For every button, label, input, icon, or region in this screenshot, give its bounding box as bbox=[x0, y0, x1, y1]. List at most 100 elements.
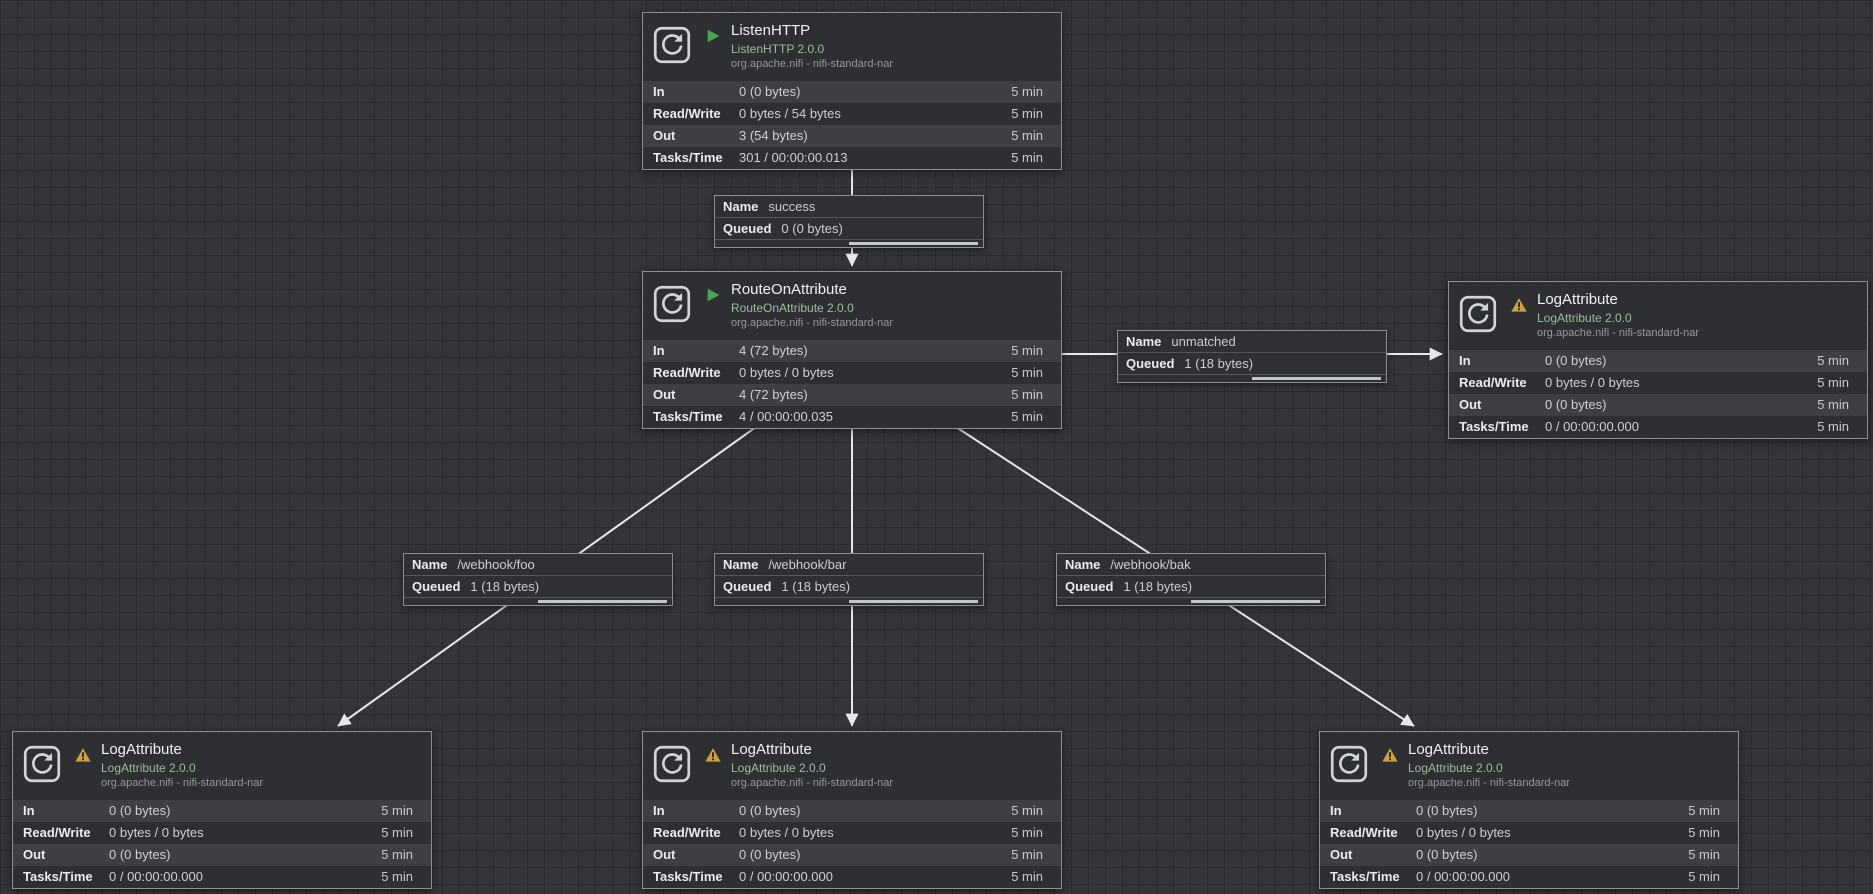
stat-row-out: Out 0 (0 bytes) 5 min bbox=[1320, 844, 1738, 866]
stat-key: Tasks/Time bbox=[1459, 419, 1529, 434]
stat-window: 5 min bbox=[1011, 409, 1043, 424]
queue-percent-bar bbox=[849, 242, 978, 245]
stat-value: 301 / 00:00:00.013 bbox=[739, 150, 848, 165]
queue-percent-bar bbox=[1252, 377, 1381, 380]
connection-name-value: /webhook/foo bbox=[457, 557, 535, 572]
connection-queued-value: 1 (18 bytes) bbox=[1123, 579, 1193, 594]
processor-logattribute-bak[interactable]: LogAttribute LogAttribute 2.0.0 org.apac… bbox=[1319, 731, 1739, 889]
stat-value: 4 / 00:00:00.035 bbox=[739, 409, 833, 424]
warning-status-icon bbox=[705, 747, 721, 763]
stat-key: In bbox=[1459, 353, 1471, 368]
stat-value: 0 (0 bytes) bbox=[739, 84, 801, 99]
stat-value: 0 bytes / 54 bytes bbox=[739, 106, 841, 121]
processor-logattribute-unmatched[interactable]: LogAttribute LogAttribute 2.0.0 org.apac… bbox=[1448, 281, 1868, 439]
stat-value: 4 (72 bytes) bbox=[739, 387, 808, 402]
connection-queued-key: Queued bbox=[1065, 579, 1114, 594]
processor-logattribute-bar[interactable]: LogAttribute LogAttribute 2.0.0 org.apac… bbox=[642, 731, 1062, 889]
processor-header: LogAttribute LogAttribute 2.0.0 org.apac… bbox=[643, 732, 1061, 800]
stat-key: Read/Write bbox=[23, 825, 91, 840]
processor-listenhttp[interactable]: ListenHTTP ListenHTTP 2.0.0 org.apache.n… bbox=[642, 12, 1062, 170]
processor-bundle: org.apache.nifi - nifi-standard-nar bbox=[101, 777, 264, 789]
connection-queued-row: Queued 1 (18 bytes) bbox=[1057, 576, 1325, 598]
processor-logattribute-foo[interactable]: LogAttribute LogAttribute 2.0.0 org.apac… bbox=[12, 731, 432, 889]
stat-value: 0 bytes / 0 bytes bbox=[739, 365, 834, 380]
stat-value: 0 (0 bytes) bbox=[1416, 847, 1478, 862]
stat-value: 0 (0 bytes) bbox=[739, 803, 801, 818]
queue-percent-bar bbox=[849, 600, 978, 603]
stat-value: 0 / 00:00:00.000 bbox=[1416, 869, 1510, 884]
connection-name-key: Name bbox=[1065, 557, 1101, 572]
stat-window: 5 min bbox=[1011, 803, 1043, 818]
stat-key: Read/Write bbox=[653, 825, 721, 840]
processor-type: LogAttribute 2.0.0 bbox=[1537, 311, 1632, 325]
stat-row-out: Out 0 (0 bytes) 5 min bbox=[643, 844, 1061, 866]
stat-key: Tasks/Time bbox=[23, 869, 93, 884]
processor-type: LogAttribute 2.0.0 bbox=[1408, 761, 1503, 775]
processor-bundle: org.apache.nifi - nifi-standard-nar bbox=[731, 317, 894, 329]
processor-stamp-icon bbox=[1459, 295, 1497, 333]
processor-stamp-icon bbox=[23, 745, 61, 783]
stat-value: 0 / 00:00:00.000 bbox=[109, 869, 203, 884]
processor-name: RouteOnAttribute bbox=[731, 281, 847, 298]
stat-window: 5 min bbox=[1817, 419, 1849, 434]
stat-value: 0 / 00:00:00.000 bbox=[739, 869, 833, 884]
stat-window: 5 min bbox=[381, 825, 413, 840]
stat-key: Out bbox=[1459, 397, 1482, 412]
run-status-running-icon bbox=[705, 28, 721, 44]
stat-row-tasks-time: Tasks/Time 301 / 00:00:00.013 5 min bbox=[643, 147, 1061, 169]
connection-name-key: Name bbox=[412, 557, 448, 572]
stat-window: 5 min bbox=[1011, 150, 1043, 165]
connection-name-key: Name bbox=[1126, 334, 1162, 349]
stat-key: In bbox=[653, 803, 665, 818]
connection-name-row: Name/webhook/foo bbox=[404, 554, 672, 576]
stat-value: 0 (0 bytes) bbox=[1416, 803, 1478, 818]
processor-type: RouteOnAttribute 2.0.0 bbox=[731, 301, 854, 315]
processor-header: RouteOnAttribute RouteOnAttribute 2.0.0 … bbox=[643, 272, 1061, 340]
stat-window: 5 min bbox=[1011, 869, 1043, 884]
connection-queued-value: 1 (18 bytes) bbox=[1184, 356, 1254, 371]
connection-queued-value: 1 (18 bytes) bbox=[470, 579, 540, 594]
stat-row-tasks-time: Tasks/Time 0 / 00:00:00.000 5 min bbox=[1320, 866, 1738, 888]
stat-window: 5 min bbox=[1817, 353, 1849, 368]
processor-type: LogAttribute 2.0.0 bbox=[731, 761, 826, 775]
stat-row-tasks-time: Tasks/Time 0 / 00:00:00.000 5 min bbox=[643, 866, 1061, 888]
processor-header: LogAttribute LogAttribute 2.0.0 org.apac… bbox=[13, 732, 431, 800]
queue-percent-bar bbox=[1191, 600, 1320, 603]
stat-key: In bbox=[23, 803, 35, 818]
connection-queued-value: 0 (0 bytes) bbox=[781, 221, 843, 236]
stat-window: 5 min bbox=[1011, 128, 1043, 143]
stat-row-tasks-time: Tasks/Time 4 / 00:00:00.035 5 min bbox=[643, 406, 1061, 428]
stat-key: Read/Write bbox=[1330, 825, 1398, 840]
stat-row-out: Out 0 (0 bytes) 5 min bbox=[1449, 394, 1867, 416]
stat-value: 0 (0 bytes) bbox=[109, 803, 171, 818]
processor-stamp-icon bbox=[653, 745, 691, 783]
processor-stamp-icon bbox=[653, 285, 691, 323]
stat-value: 0 bytes / 0 bytes bbox=[739, 825, 834, 840]
processor-name: ListenHTTP bbox=[731, 22, 811, 39]
stat-row-out: Out 3 (54 bytes) 5 min bbox=[643, 125, 1061, 147]
stat-key: Read/Write bbox=[653, 365, 721, 380]
stat-row-read-write: Read/Write 0 bytes / 54 bytes 5 min bbox=[643, 103, 1061, 125]
stat-window: 5 min bbox=[1011, 106, 1043, 121]
processor-name: LogAttribute bbox=[731, 741, 812, 758]
queue-percent-strip bbox=[1057, 598, 1325, 605]
connection-queued-value: 1 (18 bytes) bbox=[781, 579, 851, 594]
stat-row-in: In 0 (0 bytes) 5 min bbox=[1449, 350, 1867, 372]
processor-routeonattribute[interactable]: RouteOnAttribute RouteOnAttribute 2.0.0 … bbox=[642, 271, 1062, 429]
stat-key: Tasks/Time bbox=[653, 409, 723, 424]
processor-type: ListenHTTP 2.0.0 bbox=[731, 42, 825, 56]
stat-window: 5 min bbox=[1011, 84, 1043, 99]
stat-value: 0 (0 bytes) bbox=[1545, 397, 1607, 412]
queue-percent-bar bbox=[538, 600, 667, 603]
processor-stamp-icon bbox=[1330, 745, 1368, 783]
stat-row-read-write: Read/Write 0 bytes / 0 bytes 5 min bbox=[13, 822, 431, 844]
stat-key: Tasks/Time bbox=[653, 869, 723, 884]
